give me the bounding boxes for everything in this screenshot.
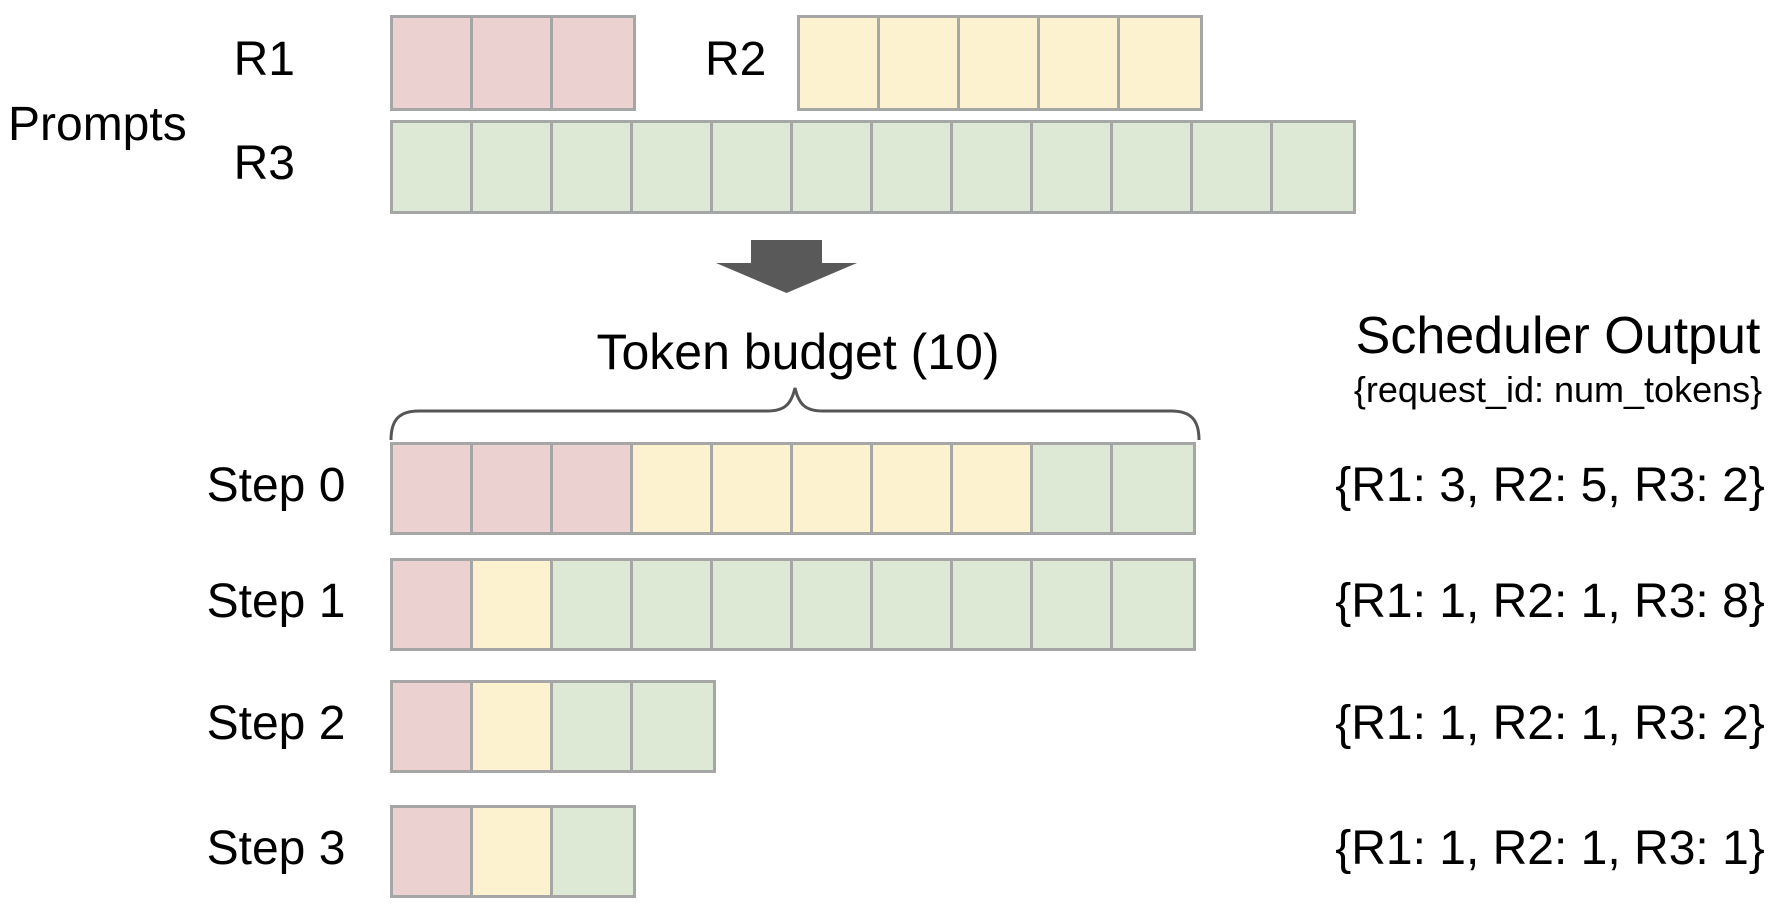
token-cell-r3 (1193, 123, 1273, 211)
scheduler-output-value-2: {R1: 1, R2: 1, R3: 2} (1335, 697, 1765, 750)
down-arrow-icon (716, 240, 857, 293)
step-row-1 (390, 558, 1196, 651)
token-cell-r1 (393, 561, 473, 648)
token-cell-r3 (1273, 123, 1353, 211)
token-cell-r2 (473, 561, 553, 648)
token-cell-r3 (553, 561, 633, 648)
step-row-2 (390, 680, 716, 773)
token-cell-r3 (633, 561, 713, 648)
token-cell-r3 (553, 683, 633, 770)
token-cell-r3 (553, 808, 633, 895)
token-cell-r3 (473, 123, 553, 211)
token-cell-r3 (633, 123, 713, 211)
token-cell-r1 (553, 18, 633, 108)
token-cell-r3 (873, 561, 953, 648)
token-cell-r3 (713, 123, 793, 211)
token-cell-r1 (393, 683, 473, 770)
step-label-3: Step 3 (206, 822, 346, 875)
token-cell-r3 (553, 123, 633, 211)
token-cell-r2 (960, 18, 1040, 108)
token-cell-r3 (873, 123, 953, 211)
token-cell-r2 (1040, 18, 1120, 108)
token-cell-r2 (473, 808, 553, 895)
token-cell-r3 (713, 561, 793, 648)
token-cell-r3 (953, 561, 1033, 648)
scheduler-output-subtitle: {request_id: num_tokens} (1353, 369, 1763, 410)
token-cell-r3 (1033, 561, 1113, 648)
step-label-0: Step 0 (206, 459, 346, 512)
token-cell-r2 (633, 445, 713, 532)
token-cell-r1 (393, 445, 473, 532)
step-row-3 (390, 805, 636, 898)
prompts-label: Prompts (8, 98, 187, 151)
token-cell-r1 (473, 445, 553, 532)
scheduler-output-value-3: {R1: 1, R2: 1, R3: 1} (1335, 822, 1765, 875)
step-row-0 (390, 442, 1196, 535)
token-cell-r3 (1033, 123, 1113, 211)
step-label-2: Step 2 (206, 697, 346, 750)
token-cell-r3 (393, 123, 473, 211)
scheduler-output-value-1: {R1: 1, R2: 1, R3: 8} (1335, 575, 1765, 628)
token-cell-r2 (880, 18, 960, 108)
token-cell-r3 (1033, 445, 1113, 532)
prompt-row-r1 (390, 15, 636, 111)
token-cell-r3 (953, 123, 1033, 211)
prompt-row-r3 (390, 120, 1356, 214)
token-cell-r2 (873, 445, 953, 532)
request-label-r2: R2 (705, 33, 767, 86)
token-budget-title: Token budget (10) (596, 324, 1000, 380)
token-cell-r3 (633, 683, 713, 770)
request-label-r1: R1 (233, 33, 295, 86)
request-label-r3: R3 (233, 137, 295, 190)
token-cell-r1 (393, 808, 473, 895)
token-cell-r1 (553, 445, 633, 532)
token-cell-r2 (1120, 18, 1200, 108)
token-cell-r3 (1113, 123, 1193, 211)
token-cell-r1 (393, 18, 473, 108)
token-cell-r3 (793, 561, 873, 648)
token-cell-r3 (1113, 445, 1193, 532)
token-cell-r1 (473, 18, 553, 108)
step-label-1: Step 1 (206, 575, 346, 628)
token-cell-r2 (953, 445, 1033, 532)
scheduler-output-value-0: {R1: 3, R2: 5, R3: 2} (1335, 459, 1765, 512)
token-cell-r2 (473, 683, 553, 770)
token-budget-brace (389, 387, 1201, 440)
token-cell-r3 (793, 123, 873, 211)
token-cell-r3 (1113, 561, 1193, 648)
token-cell-r2 (713, 445, 793, 532)
scheduler-output-title: Scheduler Output (1355, 307, 1761, 365)
prompt-row-r2 (797, 15, 1203, 111)
token-cell-r2 (800, 18, 880, 108)
token-cell-r2 (793, 445, 873, 532)
